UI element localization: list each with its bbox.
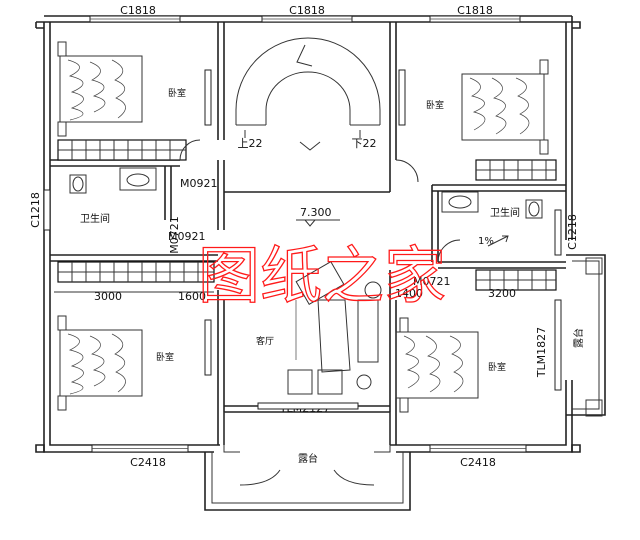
window-label-left: C1218 [29, 192, 42, 228]
window-label-top-center: C1818 [289, 4, 325, 17]
room-label-bedroom-br: 卧室 [488, 361, 506, 373]
bed-top-left [57, 41, 143, 137]
room-label-bedroom-tr: 卧室 [426, 99, 444, 111]
right-window [554, 209, 562, 256]
top-windows [89, 15, 521, 23]
staircase [235, 37, 381, 126]
stair-arrows [244, 130, 361, 151]
door-label-m0921-a: M0921 [180, 177, 218, 190]
door-label-m0721-right: M0721 [413, 275, 451, 288]
bed-bottom-right [395, 317, 479, 413]
window-label-bottom-right: C2418 [460, 456, 496, 469]
room-label-bathroom-left: 卫生间 [80, 212, 110, 225]
window-label-top-right: C1818 [457, 4, 493, 17]
dim-3000: 3000 [94, 290, 122, 303]
slope-arrow [487, 235, 509, 247]
slope-label: 1% [478, 236, 494, 247]
interior-walls [50, 22, 566, 445]
window-label-bottom-left: C2418 [130, 456, 166, 469]
room-label-bedroom-tl: 卧室 [168, 87, 186, 99]
door-label-tlm1827: TLM1827 [535, 327, 548, 378]
elevation-label: 7.300 [300, 206, 332, 219]
room-label-bathroom-right: 卫生间 [490, 206, 520, 219]
dim-1600: 1600 [178, 290, 206, 303]
door-swing-bath-right [437, 239, 461, 263]
sliding-door-tlm2127 [257, 402, 359, 410]
room-label-living: 客厅 [256, 335, 274, 347]
door-label-m0921-b: M0921 [168, 230, 206, 243]
room-label-balcony-right: 露台 [572, 328, 585, 348]
door-label-m0721-left: M0721 [168, 216, 181, 254]
bathroom-right-fixtures [441, 191, 543, 219]
door-swing-m0921-a [179, 139, 201, 161]
tr-bedroom-closet-door [398, 69, 406, 126]
stair-down-label: 下22 [352, 137, 377, 150]
window-label-top-left: C1818 [120, 4, 156, 17]
left-window [43, 189, 51, 231]
tl-bedroom-closet-door [204, 69, 212, 126]
window-label-right: C1218 [566, 214, 579, 250]
bathroom-left-fixtures [69, 167, 157, 194]
bed-top-right [461, 59, 549, 155]
elevation-marker [296, 219, 340, 227]
room-label-bedroom-bl: 卧室 [156, 351, 174, 363]
stair-up-label: 上22 [238, 137, 263, 150]
dim-3200: 3200 [488, 287, 516, 300]
watermark-text: 图纸之家 [198, 239, 446, 312]
dim-1400: 1400 [395, 287, 423, 300]
right-balcony [566, 254, 606, 417]
bed-bottom-left [57, 315, 143, 411]
sliding-door-tlm1827 [554, 299, 562, 391]
living-furniture [287, 261, 382, 395]
bottom-windows [91, 444, 527, 453]
front-balcony [204, 412, 411, 511]
room-label-balcony-front: 露台 [298, 452, 318, 465]
bl-bedroom-closet-door [204, 319, 212, 376]
door-swing-tr [395, 159, 419, 183]
